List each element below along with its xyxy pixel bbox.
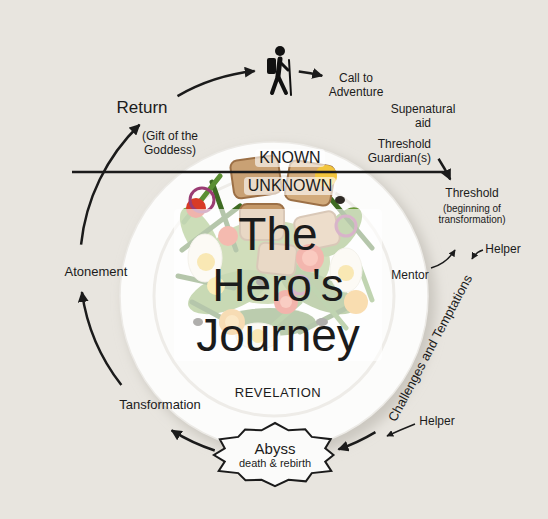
helper-pointer xyxy=(472,250,483,259)
hiker-legs xyxy=(272,76,286,93)
label-box: Threshold xyxy=(445,187,498,201)
hiker-pack xyxy=(267,58,276,74)
stage-label: REVELATION xyxy=(235,386,321,401)
node-heading: Abyss xyxy=(255,441,296,458)
stage-note: (beginning of transformation) xyxy=(431,203,513,226)
plate-well xyxy=(154,176,394,416)
abyss-starburst: Abyssdeath & rebirth xyxy=(210,423,340,487)
hiker-stick xyxy=(289,60,291,95)
label-box: Helper xyxy=(485,243,520,257)
stage-note: (Gift of the Goddess) xyxy=(133,130,207,158)
cycle-arrow xyxy=(82,292,121,385)
stage-label: Call to Adventure xyxy=(325,72,387,100)
helper-label: Helper xyxy=(419,415,454,429)
cycle-arrow xyxy=(81,125,139,245)
label-box: Call to Adventure xyxy=(325,72,387,100)
label-box: Threshold Guardian(s) xyxy=(361,138,431,166)
hiker-head xyxy=(275,46,285,56)
region-label: KNOWN xyxy=(255,149,324,167)
starburst-shape xyxy=(214,423,334,486)
title-box: The Hero's Journey xyxy=(174,209,382,361)
cycle-arrow xyxy=(178,71,255,96)
label-box: (Gift of the Goddess) xyxy=(133,130,207,158)
stage-label: Threshold xyxy=(445,187,498,201)
mentor-label: Mentor xyxy=(391,269,428,283)
label-box: Return xyxy=(116,98,167,118)
mentor-pointer xyxy=(431,250,455,268)
region-label: UNKNOWN xyxy=(244,177,336,195)
stage-label: Atonement xyxy=(65,265,128,280)
journey-cycle xyxy=(81,71,450,450)
stage-label: Threshold Guardian(s) xyxy=(361,138,431,166)
node-body: death & rebirth xyxy=(239,457,311,469)
label-box: Mentor xyxy=(391,269,428,283)
hiker-icon xyxy=(267,46,291,95)
hiker-arm xyxy=(281,63,288,70)
helper-pointer xyxy=(387,424,415,436)
label-box: KNOWN xyxy=(255,149,324,167)
divider-line xyxy=(72,171,446,174)
label-box: REVELATION xyxy=(235,386,321,401)
cycle-arrow xyxy=(172,430,215,450)
label-box: (beginning of transformation) xyxy=(431,203,513,226)
olive xyxy=(335,196,345,204)
plate-rim xyxy=(120,142,428,450)
cycle-arrow xyxy=(299,71,322,75)
diagram-title: The Hero's Journey xyxy=(174,209,382,361)
stage-label: Tansformation xyxy=(119,398,201,413)
hiker-body xyxy=(278,59,280,76)
label-box: Tansformation xyxy=(119,398,201,413)
helper-label: Helper xyxy=(485,243,520,257)
label-box: Helper xyxy=(419,415,454,429)
cycle-arrow xyxy=(338,432,375,449)
stage-label: Supenatural aid xyxy=(387,103,459,131)
cycle-arrow xyxy=(439,159,451,180)
label-box: Atonement xyxy=(65,265,128,280)
label-box: UNKNOWN xyxy=(244,177,336,195)
stage-label: Return xyxy=(116,98,167,118)
label-box: Supenatural aid xyxy=(387,103,459,131)
